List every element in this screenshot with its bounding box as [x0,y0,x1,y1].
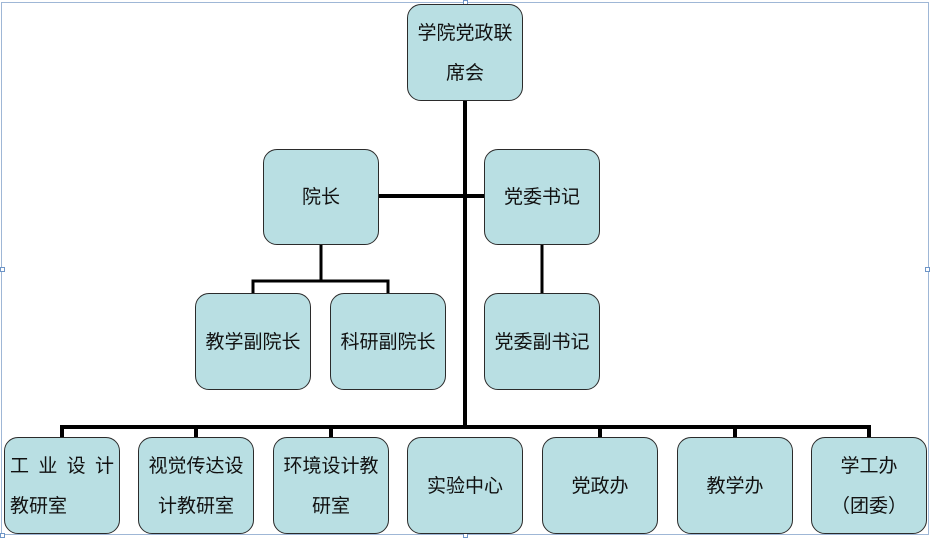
node-student-affairs-office[interactable]: 学工办 （团委） [811,437,927,534]
node-party-secretary[interactable]: 党委书记 [484,149,600,245]
node-label: 党委书记 [503,186,580,208]
node-label-line1: 视觉传达设 [148,454,244,477]
node-label: 党委副书记 [494,330,590,353]
node-party-government-joint-meeting[interactable]: 学院党政联 席会 [407,4,523,101]
node-label: 科研副院长 [340,330,436,353]
node-environmental-design-office[interactable]: 环境设计教 研室 [273,437,389,534]
node-vice-dean-research[interactable]: 科研副院长 [330,293,446,390]
node-industrial-design-office[interactable]: 工 业 设 计 教研室 [4,437,120,534]
node-label-line2: 教研室 [10,494,68,517]
node-deputy-party-secretary[interactable]: 党委副书记 [484,293,600,390]
node-label-line2: 计教研室 [157,494,234,517]
node-label-line2: 研室 [311,494,350,517]
node-label-line1: 学工办 [840,454,898,477]
node-party-admin-office[interactable]: 党政办 [542,437,658,534]
node-label-line1: 学院党政联 [417,21,513,44]
node-dean[interactable]: 院长 [263,149,379,245]
node-visual-communication-office[interactable]: 视觉传达设 计教研室 [138,437,254,534]
node-label: 教学办 [706,474,764,497]
node-label-line1: 工 业 设 计 [10,454,114,477]
node-vice-dean-teaching[interactable]: 教学副院长 [195,293,311,390]
node-label: 实验中心 [426,474,503,497]
node-label-line2: （团委） [830,494,907,517]
node-label-line2: 席会 [445,61,484,84]
resize-handle-bottom-left[interactable] [0,533,5,538]
resize-handle-left[interactable] [0,267,5,272]
node-label: 院长 [301,186,340,208]
resize-handle-right[interactable] [925,267,930,272]
node-label: 党政办 [571,474,629,497]
node-teaching-office[interactable]: 教学办 [677,437,793,534]
node-lab-center[interactable]: 实验中心 [407,437,523,534]
node-label-line1: 环境设计教 [283,454,379,477]
node-label: 教学副院长 [205,330,301,353]
